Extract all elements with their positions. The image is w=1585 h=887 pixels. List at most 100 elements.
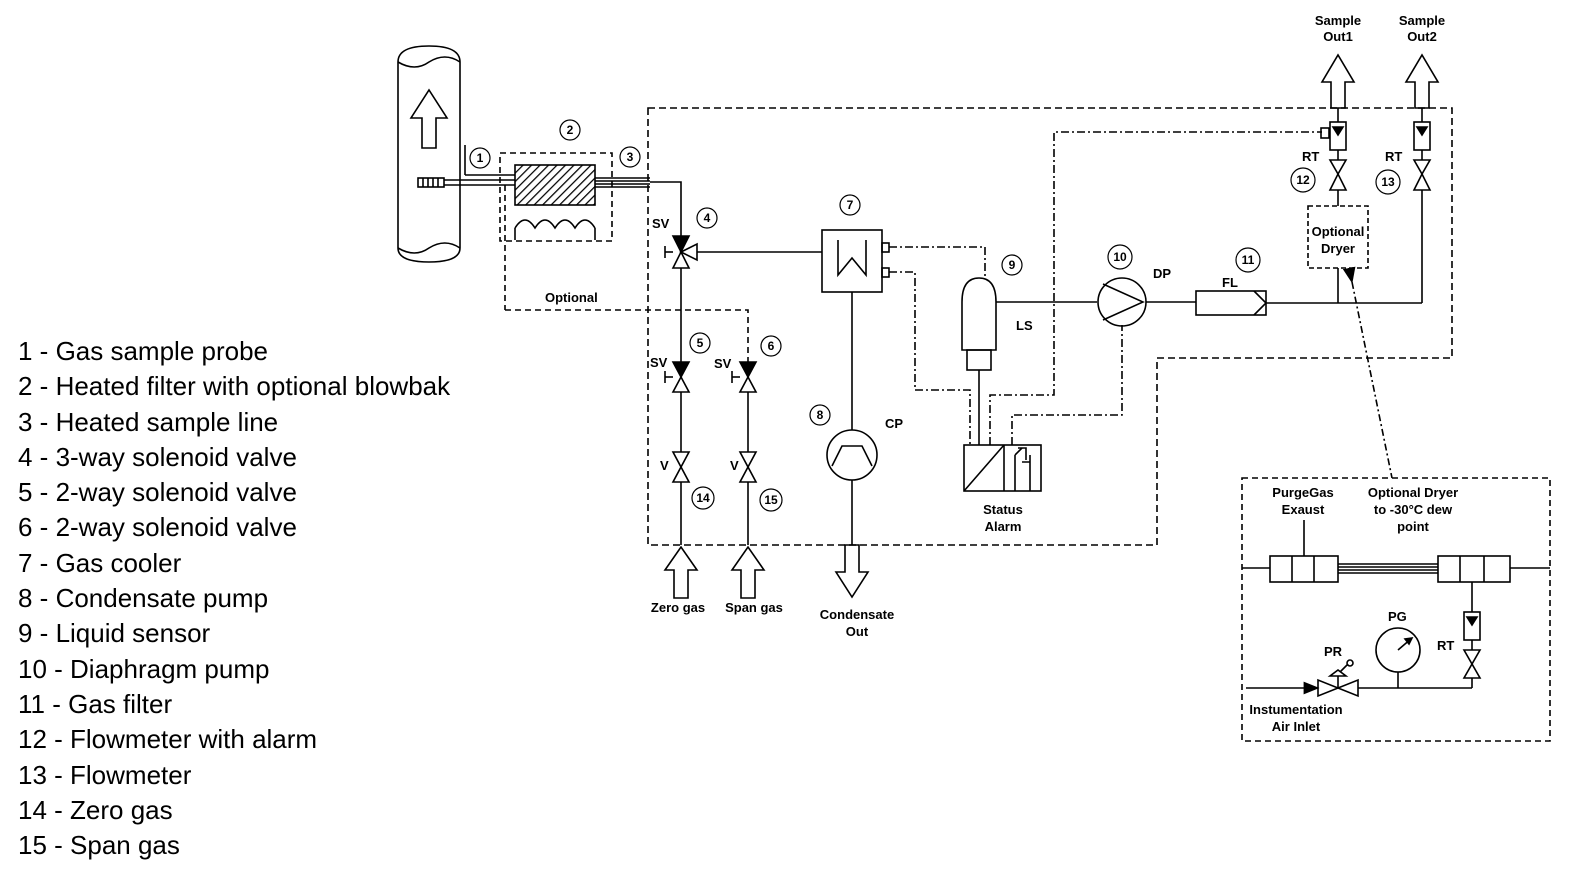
legend-item: 12 - Flowmeter with alarm <box>18 724 318 755</box>
sv4-label: SV <box>652 216 670 231</box>
cp-label: CP <box>885 416 903 431</box>
pr-label: PR <box>1324 644 1343 659</box>
legend-item: 6 - 2-way solenoid valve <box>18 512 297 543</box>
optional-dryer-label-2: Dryer <box>1321 241 1355 256</box>
callout-10 <box>1107 244 1133 270</box>
callout-3-text: 3 <box>627 150 634 164</box>
callout-7 <box>839 194 861 216</box>
legend-item: 4 - 3-way solenoid valve <box>18 441 297 472</box>
callout-5-text: 5 <box>697 336 704 350</box>
callout-11-text: 11 <box>1242 253 1255 267</box>
legend-item: 5 - 2-way solenoid valve <box>18 477 297 508</box>
status-alarm-box <box>963 444 1042 492</box>
zero-gas-label: Zero gas <box>651 600 705 615</box>
gas-filter <box>1195 290 1422 316</box>
purge-gas-label-2: Exaust <box>1282 502 1325 517</box>
manual-valve-14 <box>671 451 691 545</box>
optional-dryer-label-1: Optional <box>1312 224 1365 239</box>
fl-label: FL <box>1222 275 1238 290</box>
optional-blowback-line <box>505 309 749 370</box>
span-gas-label: Span gas <box>725 600 783 615</box>
sample-out2-label-1: Sample <box>1399 13 1445 28</box>
legend-item: 11 - Gas filter <box>18 688 173 719</box>
legend-item: 7 - Gas cooler <box>18 547 182 578</box>
callout-6-text: 6 <box>768 339 775 353</box>
callout-13-text: 13 <box>1381 175 1395 189</box>
callout-1 <box>469 147 491 169</box>
dp-label: DP <box>1153 266 1171 281</box>
callout-10-text: 10 <box>1113 250 1127 264</box>
dryer-detail-inset <box>1241 477 1551 742</box>
solenoid-valve-6 <box>731 361 758 452</box>
diaphragm-pump <box>1097 277 1196 327</box>
sv5-label: SV <box>650 355 668 370</box>
sample-out1-arrow <box>1320 53 1356 109</box>
legend-item: 1 - Gas sample probe <box>18 336 269 366</box>
flowmeter-12 <box>1320 108 1348 191</box>
condensate-pump <box>826 429 878 545</box>
condensate-out-label-1: Condensate <box>820 607 894 622</box>
manual-valve-15 <box>738 451 758 545</box>
legend-item: 2 - Heated filter with optional blowbak <box>18 371 451 402</box>
callout-14 <box>691 486 715 510</box>
callout-3 <box>619 146 641 168</box>
callout-2 <box>559 119 581 141</box>
callout-15 <box>759 488 783 512</box>
callout-markers <box>469 119 1401 512</box>
callout-4-text: 4 <box>704 211 711 225</box>
stack-duct <box>397 45 461 263</box>
callout-9-text: 9 <box>1009 258 1016 272</box>
purge-gas-label-1: PurgeGas <box>1272 485 1333 500</box>
legend-item: 9 - Liquid sensor <box>18 618 211 649</box>
callout-7-text: 7 <box>847 198 854 212</box>
legend-item: 3 - Heated sample line <box>18 406 279 437</box>
condensate-out-label-2: Out <box>846 624 869 639</box>
instrumentation-inlet-label-2: Air Inlet <box>1272 719 1321 734</box>
rt12-label: RT <box>1302 149 1319 164</box>
heated-filter <box>499 152 613 310</box>
rt13-label: RT <box>1385 149 1402 164</box>
optional-dryer-detail-1: Optional Dryer <box>1368 485 1458 500</box>
optional-dryer-detail-3: point <box>1397 519 1429 534</box>
callout-12 <box>1290 167 1316 193</box>
sample-out2-arrow <box>1404 53 1440 109</box>
analyzer-enclosure <box>647 107 1453 546</box>
optional-dryer-detail-2: to -30°C dew <box>1374 502 1453 517</box>
sample-out2-label-2: Out2 <box>1407 29 1437 44</box>
callout-8 <box>809 404 831 426</box>
callout-11 <box>1235 247 1261 273</box>
solenoid-valve-3way <box>664 235 822 362</box>
heated-sample-line <box>595 177 682 238</box>
sv6-label: SV <box>714 356 732 371</box>
callout-2-text: 2 <box>567 123 574 137</box>
solenoid-valve-5 <box>664 361 691 452</box>
legend-item: 10 - Diaphragm pump <box>18 653 270 684</box>
callout-12-text: 12 <box>1296 173 1310 187</box>
legend-item: 8 - Condensate pump <box>18 583 269 614</box>
v14-label: V <box>660 458 669 473</box>
legend-item: 15 - Span gas <box>18 830 180 861</box>
optional-label: Optional <box>545 290 598 305</box>
callout-4 <box>696 207 718 229</box>
sample-out1-label-2: Out1 <box>1323 29 1353 44</box>
legend-item: 14 - Zero gas <box>18 794 173 825</box>
callout-9 <box>1001 254 1023 276</box>
callout-8-text: 8 <box>817 408 824 422</box>
gas-cooler <box>821 229 890 430</box>
liquid-sensor <box>961 277 1097 445</box>
probe-icon <box>417 145 515 188</box>
v15-label: V <box>730 458 739 473</box>
callout-13 <box>1375 169 1401 195</box>
status-alarm-label-1: Status <box>983 502 1023 517</box>
flowmeter-13 <box>1412 108 1432 303</box>
sample-out1-label-1: Sample <box>1315 13 1361 28</box>
callout-numbers: 1 2 3 4 5 6 7 8 9 10 11 12 13 14 15 <box>477 123 1395 507</box>
pg-label: PG <box>1388 609 1407 624</box>
callout-14-text: 14 <box>696 491 710 505</box>
zero-gas-arrow <box>663 545 699 599</box>
callout-15-text: 15 <box>764 493 778 507</box>
span-gas-arrow <box>730 545 766 599</box>
callout-6 <box>760 335 782 357</box>
legend-item: 13 - Flowmeter <box>18 759 192 790</box>
